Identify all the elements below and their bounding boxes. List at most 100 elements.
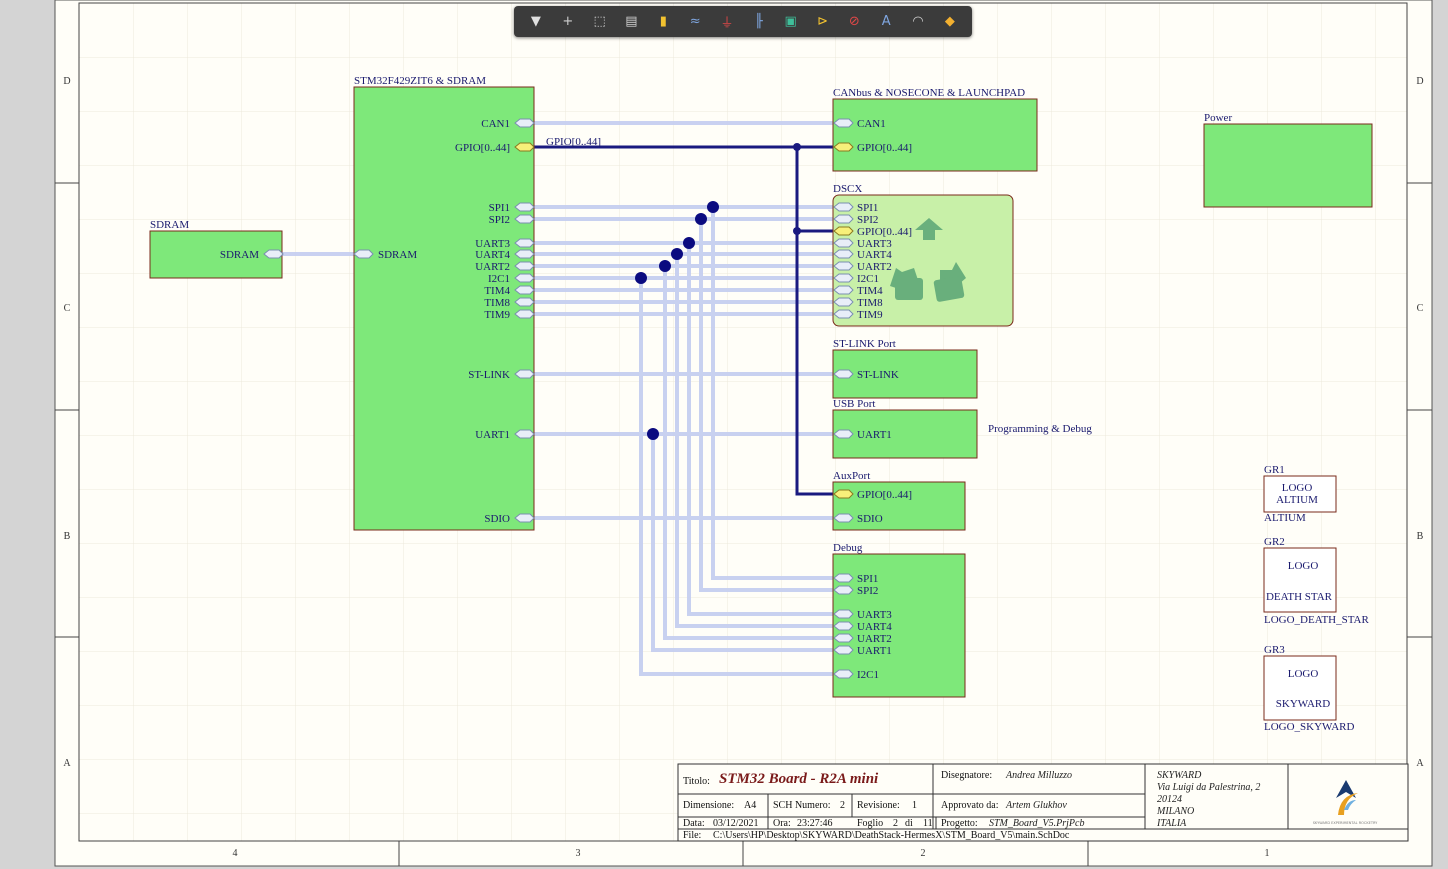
bus-icon[interactable]: ╟	[754, 14, 763, 29]
tb-sch: 2	[840, 800, 845, 811]
port-label-dscx-8: TIM8	[857, 297, 883, 309]
zone-col-3: 3	[576, 848, 581, 859]
port-label-dscx-1: SPI2	[857, 214, 878, 226]
tb-di-label: di	[905, 818, 913, 829]
logo-gr3-comment: LOGO_SKYWARD	[1264, 721, 1355, 733]
align-icon[interactable]: ▤	[625, 14, 638, 29]
sheet-entry	[833, 273, 854, 283]
note-programming-debug: Programming & Debug	[988, 423, 1092, 435]
sheet-entry	[833, 585, 854, 595]
tb-dimensione-label: Dimensione:	[683, 800, 734, 811]
tb-titolo-label: Titolo:	[683, 776, 710, 787]
sheet-entry	[833, 202, 854, 212]
component-icon[interactable]: ▮	[659, 14, 667, 29]
sheet-entry	[833, 633, 854, 643]
sheet-entry	[514, 142, 535, 152]
tb-progetto: STM_Board_V5.PrjPcb	[989, 818, 1084, 829]
tb-progetto-label: Progetto:	[941, 818, 978, 829]
sheet-entry	[833, 214, 854, 224]
logo-gr3-line1: LOGO	[1288, 668, 1319, 680]
zone-row-c-right: C	[1417, 303, 1424, 314]
port-label-stm32-i2c1: I2C1	[488, 273, 510, 285]
port-label-sdram-out: SDRAM	[220, 249, 259, 261]
tb-ora-label: Ora:	[773, 818, 791, 829]
no-erc-icon[interactable]: ⊘	[848, 14, 860, 29]
sheet-symbol-icon[interactable]: ▣	[784, 14, 797, 29]
tb-dimensione: A4	[744, 800, 756, 811]
tb-revisione: 1	[912, 800, 917, 811]
crosshair-icon[interactable]: +	[562, 14, 574, 29]
logo-gr1-ref: GR1	[1264, 464, 1285, 476]
port-label-debug-5: UART1	[857, 645, 892, 657]
filter-icon[interactable]: ▼	[530, 14, 541, 29]
net-label-gpio: GPIO[0..44]	[546, 136, 601, 148]
port-label-canbus-gpio: GPIO[0..44]	[857, 142, 912, 154]
port-label-stm32-gpio: GPIO[0..44]	[455, 142, 510, 154]
sheet-entry	[514, 513, 535, 523]
probe-icon[interactable]: ◆	[944, 14, 955, 29]
tb-company-0: SKYWARD	[1157, 770, 1202, 781]
port-label-auxport-gpio: GPIO[0..44]	[857, 489, 912, 501]
sheet-entry	[514, 214, 535, 224]
sheet-entry	[514, 297, 535, 307]
port-label-debug-3: UART4	[857, 621, 892, 633]
port-label-dscx-0: SPI1	[857, 202, 878, 214]
sheet-stm32[interactable]: STM32F429ZIT6 & SDRAM	[353, 75, 535, 531]
sheet-sdram[interactable]: SDRAM SDRAM	[149, 219, 284, 279]
zone-row-c-left: C	[64, 303, 71, 314]
sheet-dscx[interactable]: DSCX SPI1SPI2GPIO[0..44]UART3UART4UART2I…	[832, 183, 1014, 327]
skyward-logo-icon	[1336, 780, 1358, 815]
port-icon[interactable]: ⊳	[817, 14, 828, 29]
sheet-entry	[833, 226, 854, 236]
sheet-usb[interactable]: USB Port UART1	[832, 398, 978, 459]
sheet-entry	[514, 285, 535, 295]
tb-approvato: Artem Glukhov	[1005, 800, 1067, 811]
tb-file: C:\Users\HP\Desktop\SKYWARD\DeathStack-H…	[713, 830, 1070, 841]
zone-col-1: 1	[1265, 848, 1270, 859]
tb-company-4: ITALIA	[1156, 818, 1187, 829]
port-label-stm32-can1: CAN1	[481, 118, 510, 130]
port-label-auxport-sdio: SDIO	[857, 513, 883, 525]
logo-gr1-line1: LOGO	[1282, 482, 1313, 494]
wire-icon[interactable]: ≈	[689, 14, 701, 29]
sheet-stlink[interactable]: ST-LINK Port ST-LINK	[832, 338, 978, 399]
logo-gr3-ref: GR3	[1264, 644, 1285, 656]
sheet-entry	[514, 309, 535, 319]
power-port-icon[interactable]: ⏚	[720, 16, 734, 31]
logo-gr1-line2: ALTIUM	[1276, 494, 1318, 506]
port-label-canbus-can1: CAN1	[857, 118, 886, 130]
text-icon[interactable]: A	[881, 14, 891, 29]
logo-gr2-comment: LOGO_DEATH_STAR	[1264, 614, 1370, 626]
port-label-debug-0: SPI1	[857, 573, 878, 585]
logo-gr1[interactable]: GR1 LOGO ALTIUM ALTIUM	[1263, 464, 1337, 524]
logo-gr2[interactable]: GR2 LOGO DEATH STAR LOGO_DEATH_STAR	[1263, 536, 1370, 626]
tb-company-3: MILANO	[1156, 806, 1194, 817]
port-label-dscx-5: UART2	[857, 261, 892, 273]
sheet-canbus[interactable]: CANbus & NOSECONE & LAUNCHPAD CAN1 GPIO[…	[832, 87, 1038, 172]
sheet-entry	[833, 609, 854, 619]
port-label-debug-6: I2C1	[857, 669, 879, 681]
sheet-title-power: Power	[1204, 112, 1232, 124]
sheet-title-debug: Debug	[833, 542, 863, 554]
gpio-bus[interactable]	[530, 145, 838, 496]
logo-gr3-line2: SKYWARD	[1276, 698, 1330, 710]
zone-labels: D C B A D C B A 4 3 2 1	[63, 76, 1424, 859]
sheet-entry	[514, 118, 535, 128]
arc-icon[interactable]: ◠	[912, 14, 924, 29]
tb-company-logo-caption: SKYWARD EXPERIMENTAL ROCKETRY	[1313, 821, 1378, 825]
logo-gr3[interactable]: GR3 LOGO SKYWARD LOGO_SKYWARD	[1263, 644, 1355, 733]
sheet-entry	[833, 669, 854, 679]
sheet-entry	[514, 202, 535, 212]
sheet-power[interactable]: Power	[1203, 112, 1373, 208]
stm32-right-ports: CAN1GPIO[0..44]SPI1SPI2UART3UART4UART2I2…	[455, 118, 535, 525]
port-label-stlink: ST-LINK	[857, 369, 899, 381]
tb-titolo: STM32 Board - R2A mini	[719, 771, 879, 787]
sheet-auxport[interactable]: AuxPort GPIO[0..44] SDIO	[832, 470, 966, 531]
highlighted-wires[interactable]	[280, 121, 840, 676]
port-label-dscx-2: GPIO[0..44]	[857, 226, 912, 238]
tb-disegnatore: Andrea Milluzzo	[1005, 770, 1072, 781]
sheet-entry	[833, 249, 854, 259]
select-rect-icon[interactable]: ⬚	[593, 14, 606, 29]
